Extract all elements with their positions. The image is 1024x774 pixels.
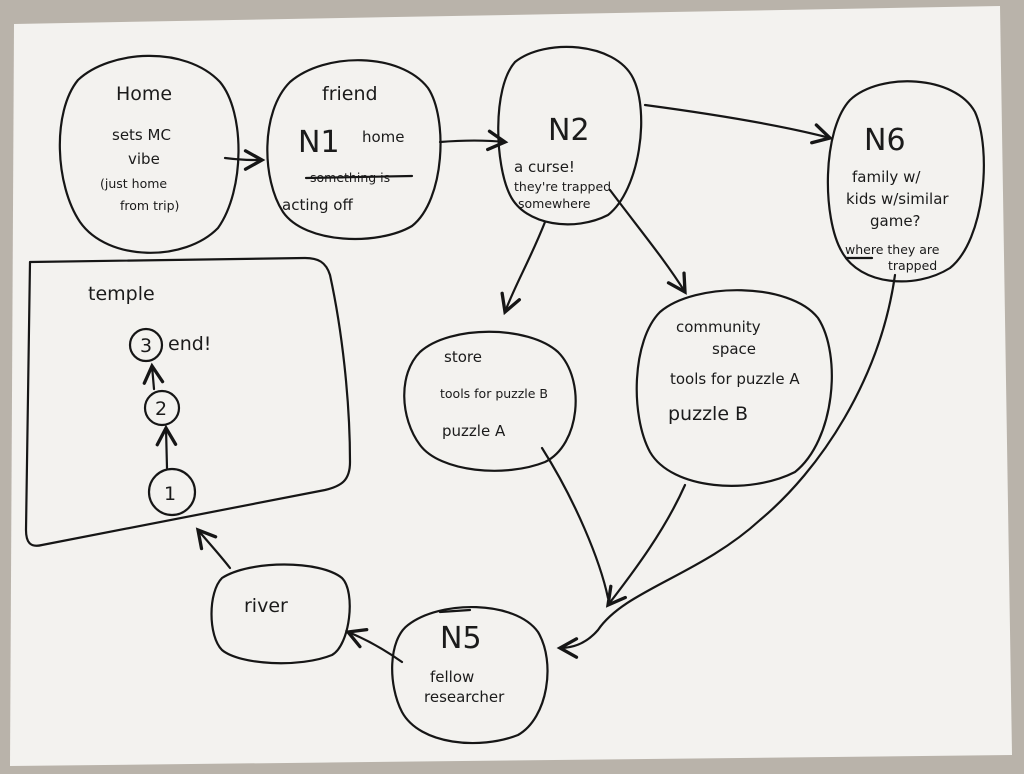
temple-step-3-circle [128, 327, 164, 363]
n5-line-2: researcher [424, 688, 505, 706]
node-n5: N5 fellow researcher [391, 605, 549, 745]
n6-note-1: where they are [845, 242, 940, 257]
arrow-store-to-n5-line [540, 446, 610, 600]
node-n6: N6 family w/ kids w/similar game? where … [826, 80, 985, 283]
n1-title: friend [322, 83, 378, 105]
community-line-1: tools for puzzle A [670, 370, 800, 388]
node-temple: temple 3 end! 2 1 [24, 256, 352, 547]
n1-word: home [362, 128, 405, 146]
river-title: river [244, 595, 288, 617]
n5-label: N5 [440, 621, 482, 656]
temple-step-2: 2 [155, 398, 167, 420]
arrows [195, 103, 897, 664]
n5-line-1: fellow [430, 668, 474, 686]
home-line-4: from trip) [120, 198, 179, 213]
n6-note-2: trapped [888, 258, 937, 273]
store-line-1: tools for puzzle B [440, 386, 548, 401]
temple-end-label: end! [168, 333, 211, 355]
home-title: Home [116, 83, 172, 105]
home-line-1: sets MC [112, 126, 171, 144]
arrow-n2-to-n6 [643, 103, 834, 145]
n1-note: acting off [282, 196, 353, 214]
arrow-step1-to-step2 [155, 424, 178, 470]
arrow-n1-to-n2 [438, 129, 509, 152]
node-n1: friend N1 home something is acting off [266, 59, 442, 240]
n6-label: N6 [864, 123, 906, 158]
temple-step-1: 1 [164, 483, 176, 505]
strikethrough-line [304, 174, 414, 180]
arrow-n5-to-river [344, 627, 404, 664]
store-title: store [444, 348, 482, 366]
home-line-2: vibe [128, 150, 160, 168]
arrow-step2-to-step3 [142, 362, 165, 391]
store-line-2: puzzle A [442, 422, 506, 440]
node-n2: N2 a curse! they're trapped somewhere [497, 45, 643, 226]
arrow-river-to-temple [195, 527, 232, 570]
community-title-2: space [712, 340, 756, 358]
arrow-n2-to-community [608, 188, 687, 295]
node-community: community space tools for puzzle A puzzl… [635, 289, 833, 487]
n2-label: N2 [548, 113, 590, 148]
arrow-n6-to-n5 [556, 273, 897, 659]
home-line-3: (just home [100, 176, 167, 191]
temple-step-1-circle [147, 467, 197, 517]
temple-step-3: 3 [140, 335, 152, 357]
n6-line-2: kids w/similar [846, 190, 949, 208]
arrow-home-to-n1 [223, 149, 266, 171]
arrow-community-to-n5 [605, 483, 687, 608]
n5-overline [438, 608, 472, 614]
n2-line-2: they're trapped [514, 179, 611, 194]
paper-sheet [10, 6, 1012, 766]
community-line-2: puzzle B [668, 403, 748, 425]
node-store: store tools for puzzle B puzzle A [403, 330, 577, 472]
temple-title: temple [88, 283, 155, 305]
arrow-n2-to-store [500, 220, 547, 316]
n2-line-3: somewhere [518, 196, 591, 211]
node-river: river [210, 563, 351, 665]
n1-label: N1 [298, 125, 340, 160]
community-title-1: community [676, 318, 761, 336]
node-home: Home sets MC vibe (just home from trip) [58, 54, 240, 254]
n6-line-1: family w/ [852, 168, 921, 186]
n6-line-3: game? [870, 212, 921, 230]
n2-line-1: a curse! [514, 158, 575, 176]
